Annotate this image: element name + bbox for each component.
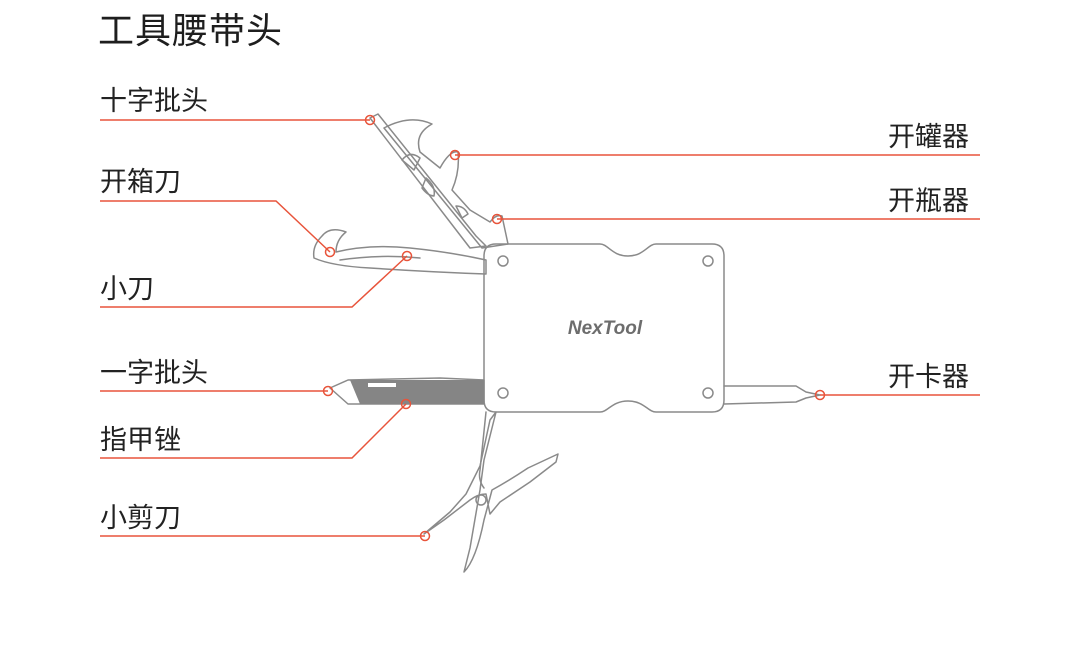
tool-body — [483, 243, 725, 413]
label-small-scissors: 小剪刀 — [100, 503, 181, 534]
label-nail-file: 指甲锉 — [100, 425, 181, 456]
brand-logo: NexTool — [568, 318, 643, 339]
screw-hole-bottom-left — [497, 387, 509, 399]
screw-hole-bottom-right — [702, 387, 714, 399]
label-box-opener: 开箱刀 — [100, 167, 181, 198]
label-bottle-opener: 开瓶器 — [888, 186, 969, 217]
box-opener-shape — [312, 229, 487, 275]
scissors-pivot — [475, 494, 487, 506]
can-opener-shape — [383, 119, 509, 249]
label-can-opener: 开罐器 — [888, 122, 969, 153]
label-phillips-bit: 十字批头 — [100, 86, 208, 117]
label-flat-bit: 一字批头 — [100, 358, 208, 389]
leader-box-opener — [100, 200, 331, 253]
label-small-knife: 小刀 — [100, 274, 154, 305]
screw-hole-top-right — [702, 255, 714, 267]
screw-hole-top-left — [497, 255, 509, 267]
leader-nail-file — [100, 403, 407, 459]
scissors-shape — [423, 411, 559, 573]
card-opener-shape — [723, 385, 821, 405]
leader-small-knife — [100, 255, 408, 308]
diagram-title: 工具腰带头 — [98, 11, 284, 52]
label-card-opener: 开卡器 — [888, 362, 969, 393]
small-knife-shape — [339, 255, 421, 261]
phillips-bit-shape — [369, 113, 487, 249]
